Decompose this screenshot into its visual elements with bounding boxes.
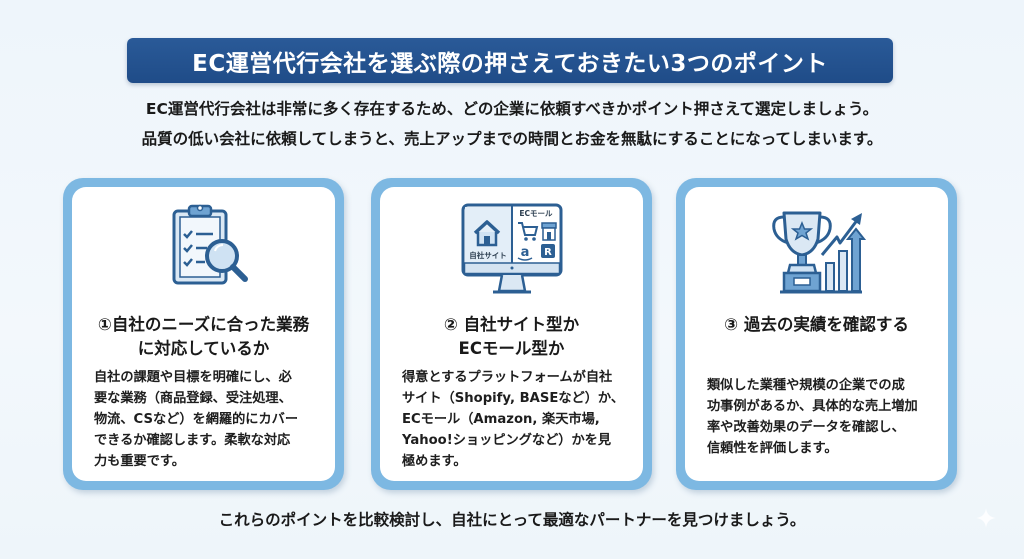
body-line: 極めます。 <box>402 454 467 469</box>
amazon-logo-icon: a <box>520 245 529 260</box>
point-title-1: ①自社のニーズに合った業務 に対応しているか <box>72 313 335 361</box>
point-title-3: ③ 過去の実績を確認する <box>685 313 948 337</box>
intro-line-2: 品質の低い会社に依頼してしまうと、売上アップまでの時間とお金を無駄にすることにな… <box>141 130 883 148</box>
intro-text: EC運営代行会社は非常に多く存在するため、どの企業に依頼すべきかポイント押さえて… <box>60 94 964 154</box>
sparkle-icon <box>976 508 996 528</box>
point-card-1: ①自社のニーズに合った業務 に対応しているか 自社の課題や目標を明確にし、必 要… <box>63 178 344 490</box>
point-title-1-line-1: ①自社のニーズに合った業務 <box>97 315 310 334</box>
body-line: 類似した業種や規模の企業での成 <box>707 378 905 393</box>
intro-line-1: EC運営代行会社は非常に多く存在するため、どの企業に依頼すべきかポイント押さえて… <box>145 100 879 118</box>
point-body-1: 自社の課題や目標を明確にし、必 要な業務（商品登録、受注処理、 物流、CSなど）… <box>94 367 321 472</box>
point-title-3-line-1: ③ 過去の実績を確認する <box>724 315 909 334</box>
footer-text: これらのポイントを比較検討し、自社にとって最適なパートナーを見つけましょう。 <box>218 511 806 529</box>
point-card-2: 自社サイト ECモール a R ② 自社サイト型か ECモール型か <box>371 178 652 490</box>
point-title-2: ② 自社サイト型か ECモール型か <box>380 313 643 361</box>
body-line: Yahoo!ショッピングなど）かを見 <box>402 433 612 448</box>
body-line: 物流、CSなど）を網羅的にカバー <box>94 412 299 427</box>
trophy-growth-icon <box>771 211 866 294</box>
body-line: 力も重要です。 <box>94 454 185 469</box>
clipboard-magnifier-icon <box>172 204 248 285</box>
body-line: 要な業務（商品登録、受注処理、 <box>94 391 292 406</box>
body-line: 率や改善効果のデータを確認し、 <box>707 420 905 435</box>
body-line: 信頼性を評価します。 <box>707 441 838 456</box>
body-line: 得意とするプラットフォームが自社 <box>402 370 613 385</box>
point-body-3: 類似した業種や規模の企業での成 功事例があるか、具体的な売上増加 率や改善効果の… <box>707 375 934 459</box>
body-line: できるか確認します。柔軟な対応 <box>94 433 291 448</box>
point-card-3: ③ 過去の実績を確認する 類似した業種や規模の企業での成 功事例があるか、具体的… <box>676 178 957 490</box>
point-title-2-line-2: ECモール型か <box>458 339 565 358</box>
body-line: 自社の課題や目標を明確にし、必 <box>94 370 292 385</box>
point-title-1-line-2: に対応しているか <box>137 339 270 358</box>
point-body-2: 得意とするプラットフォームが自社 サイト（Shopify, BASEなど）か、 … <box>402 367 629 472</box>
icon-label-own-site: 自社サイト <box>469 250 507 260</box>
rakuten-logo-icon: R <box>544 247 552 258</box>
icon-label-ec-mall: ECモール <box>519 209 553 218</box>
body-line: ECモール（Amazon, 楽天市場, <box>402 412 600 427</box>
page-title: EC運営代行会社を選ぶ際の押さえておきたい3つのポイント <box>192 50 828 77</box>
body-line: サイト（Shopify, BASEなど）か、 <box>402 391 625 406</box>
title-banner: EC運営代行会社を選ぶ際の押さえておきたい3つのポイント <box>127 38 893 83</box>
monitor-ec-icon: 自社サイト ECモール a R <box>461 203 562 294</box>
body-line: 功事例があるか、具体的な売上増加 <box>707 399 918 414</box>
point-title-2-line-1: ② 自社サイト型か <box>443 315 580 334</box>
